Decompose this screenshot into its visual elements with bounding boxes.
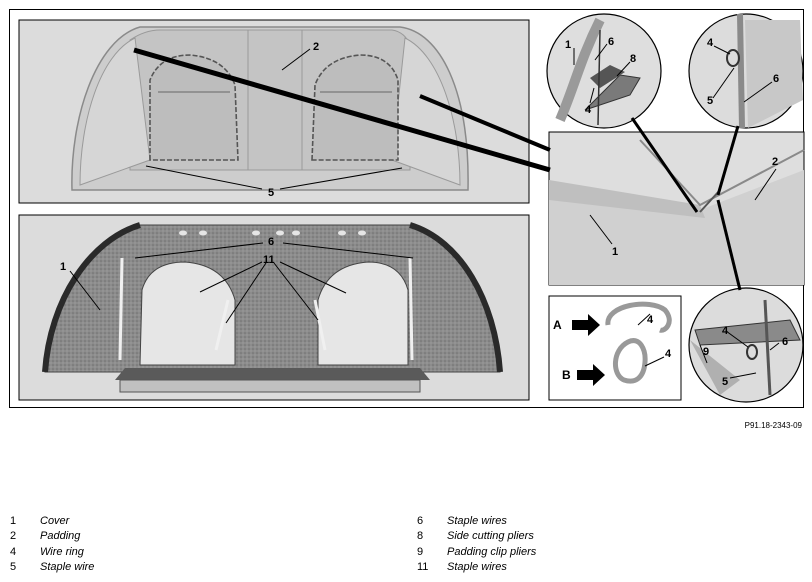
legend-text: Padding clip pliers xyxy=(447,545,537,558)
callout-5-top: 5 xyxy=(268,187,274,199)
legend-num: 8 xyxy=(417,530,424,543)
seat-diagram: 2 5 6 11 1 1 2 1 6 8 4 4 5 6 4 4 A B 4 6… xyxy=(18,13,805,403)
legend-item: 11 Staple wires xyxy=(417,560,536,575)
callout-lines xyxy=(69,43,780,379)
callout-2-padding: 2 xyxy=(313,41,319,53)
legend-item: 8 Side cutting pliers xyxy=(417,529,536,544)
callout-4-mag3: 4 xyxy=(722,325,729,337)
legend-item: 5 Staple wire xyxy=(10,560,94,575)
callout-6-mag3: 6 xyxy=(782,336,788,348)
legend-item: 4 Wire ring xyxy=(10,545,94,560)
cover-panel xyxy=(18,214,530,401)
legend-left: 1 Cover 2 Padding 4 Wire ring 5 Staple wire xyxy=(10,514,94,575)
legend-num: 5 xyxy=(10,560,17,573)
callout-1-detail: 1 xyxy=(612,246,618,258)
legend-text: Staple wires xyxy=(447,560,507,573)
callout-2-detail: 2 xyxy=(772,156,778,168)
callout-4-mag2: 4 xyxy=(707,37,714,49)
callout-4-mag: 4 xyxy=(585,104,592,116)
legend-item: 6 Staple wires xyxy=(417,514,536,529)
legend-text: Wire ring xyxy=(40,545,84,558)
figure-reference: P91.18-2343-09 xyxy=(744,421,802,430)
legend-item: 9 Padding clip pliers xyxy=(417,545,536,560)
callout-5-mag2: 5 xyxy=(707,95,713,107)
magnifier-side-cutting-pliers xyxy=(546,13,662,129)
callout-6-mag2: 6 xyxy=(773,73,779,85)
callout-1-mag: 1 xyxy=(565,39,571,51)
callout-5-mag3: 5 xyxy=(722,376,728,388)
callout-11: 11 xyxy=(263,254,275,266)
callout-4-A: 4 xyxy=(647,314,654,326)
wire-ring-variants xyxy=(548,295,682,401)
callout-4-B: 4 xyxy=(665,348,672,360)
legend-item: 2 Padding xyxy=(10,529,94,544)
legend-item: 1 Cover xyxy=(10,514,94,529)
callout-labels: 2 5 6 11 1 1 2 1 6 8 4 4 5 6 4 4 A B 4 6… xyxy=(60,36,788,388)
label-A: A xyxy=(553,318,562,332)
label-B: B xyxy=(562,368,571,382)
callout-8-mag: 8 xyxy=(630,53,636,65)
callout-6-mag: 6 xyxy=(608,36,614,48)
legend-text: Cover xyxy=(40,515,70,527)
callout-9-mag3: 9 xyxy=(703,346,709,358)
magnifier-wire-ring-top xyxy=(688,13,804,129)
legend-num: 1 xyxy=(10,515,17,527)
callout-1-cover: 1 xyxy=(60,261,66,273)
legend-num: 11 xyxy=(417,560,429,573)
detail-panel xyxy=(548,131,805,286)
legend-num: 6 xyxy=(417,515,424,527)
legend-num: 2 xyxy=(10,530,17,543)
legend-text: Staple wires xyxy=(447,515,507,527)
padding-panel xyxy=(18,19,530,204)
legend-num: 4 xyxy=(10,545,17,558)
leader-lines xyxy=(133,47,742,291)
legend-num: 9 xyxy=(417,545,424,558)
legend-text: Side cutting pliers xyxy=(447,530,534,543)
callout-6: 6 xyxy=(268,236,274,248)
legend-text: Staple wire xyxy=(40,560,95,573)
legend-text: Padding xyxy=(40,530,81,543)
